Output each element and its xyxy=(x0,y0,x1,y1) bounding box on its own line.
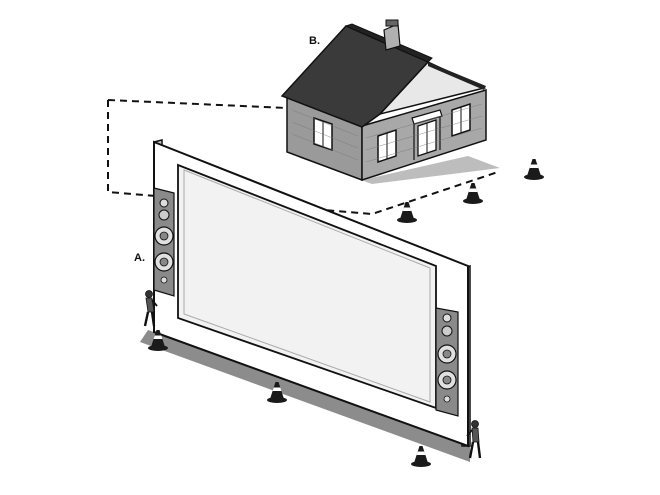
house-window-right xyxy=(451,102,471,138)
giant-tv-illustration xyxy=(140,139,471,462)
house-roof xyxy=(280,25,430,128)
house-illustration xyxy=(280,19,500,184)
worker-figure-icon xyxy=(143,290,158,327)
chimney xyxy=(383,19,401,51)
speaker-left xyxy=(153,187,175,297)
traffic-cone-icon xyxy=(411,446,431,467)
footprint-outline xyxy=(107,99,499,216)
label-tv: A. xyxy=(134,252,145,264)
house-porch xyxy=(411,109,443,160)
worker-figure-icon xyxy=(466,420,482,459)
traffic-cone-icon xyxy=(524,159,544,180)
traffic-cone-icon xyxy=(463,183,483,204)
label-house: B. xyxy=(309,35,320,47)
tv-ground-shadow xyxy=(140,330,470,462)
house-window-front xyxy=(377,128,397,164)
speaker-right xyxy=(435,307,459,417)
